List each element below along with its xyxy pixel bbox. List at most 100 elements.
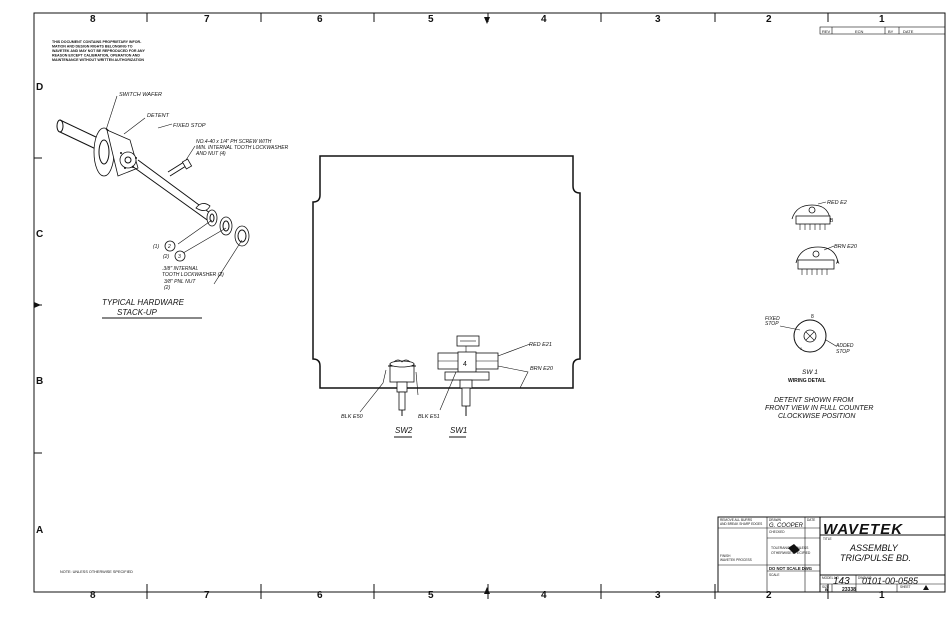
added-stop-label-line: ADDED bbox=[835, 343, 854, 349]
bubble-qty: (2) bbox=[163, 254, 169, 260]
zone-row-label: D bbox=[36, 82, 43, 93]
screw-label-line: AND NUT (4) bbox=[195, 151, 226, 157]
zone-col-label: 1 bbox=[879, 14, 885, 25]
ecn-col-label: ECN bbox=[855, 29, 864, 34]
stackup-caption-line: STACK-UP bbox=[117, 308, 158, 317]
drawing-title-line: TRIG/PULSE BD. bbox=[840, 553, 911, 563]
tb-sheet-caption: SHEET bbox=[900, 585, 911, 589]
zone-row-label: B bbox=[36, 376, 43, 387]
stop-position-mark: 1 bbox=[800, 346, 803, 351]
proprietary-notice: THIS DOCUMENT CONTAINS PROPRIETARY INFOR… bbox=[52, 40, 146, 62]
sw2-label: SW2 bbox=[395, 426, 413, 435]
tb-model-number: 143 bbox=[833, 576, 850, 587]
tb-dwg-caption: DWG NO bbox=[858, 576, 872, 580]
company-logo: WAVETEK bbox=[823, 521, 903, 538]
tb-title-caption: TITLE bbox=[823, 537, 832, 541]
zone-col-label: 3 bbox=[655, 590, 661, 601]
pnl-nut-label-line: (2) bbox=[164, 285, 170, 291]
lockwasher-label-line: TOOTH LOCKWASHER (2) bbox=[162, 272, 224, 278]
fixed-stop-label: FIXED STOP bbox=[173, 123, 206, 129]
tb-checked-caption: CHECKED bbox=[769, 530, 785, 534]
pcb-outline bbox=[312, 155, 581, 389]
blk-e51-label: BLK E51 bbox=[418, 414, 440, 420]
tb-drawn-by: G. COOPER bbox=[769, 523, 804, 529]
tb-dwg-number: 0101-00-0585 bbox=[862, 576, 919, 586]
notice-line: MATION AND DESIGN RIGHTS BELONGING TO bbox=[52, 45, 133, 49]
general-note: NOTE: UNLESS OTHERWISE SPECIFIED bbox=[60, 570, 133, 574]
rev-col-label: REV bbox=[822, 29, 831, 34]
zone-col-label: 8 bbox=[90, 14, 96, 25]
tb-date-caption: DATE bbox=[807, 518, 815, 522]
wiring-detail-title: SW 1 bbox=[802, 369, 818, 376]
zone-labels: 8 7 6 5 4 3 2 1 8 7 6 5 4 3 2 1 D C B A bbox=[36, 14, 885, 601]
red-wire-label: RED E21 bbox=[529, 342, 552, 348]
bubble-qty: (1) bbox=[153, 244, 159, 250]
screw-label-line: MIN. INTERNAL TOOTH LOCKWASHER bbox=[196, 145, 289, 151]
detent-note-line: DETENT SHOWN FROM bbox=[774, 397, 853, 404]
left-center-arrow bbox=[34, 302, 41, 308]
tb-tolerances-line: TOLERANCES UNLESS bbox=[771, 546, 809, 550]
date-col-label: DATE bbox=[903, 29, 914, 34]
item-bubble-3: (2) 3 bbox=[163, 250, 186, 262]
stop-position-mark: 8 bbox=[811, 314, 814, 320]
bubble-number: 2 bbox=[167, 244, 171, 250]
zone-col-label: 4 bbox=[541, 590, 547, 601]
tb-tolerances-line: OTHERWISE SPECIFIED bbox=[771, 551, 811, 555]
stackup-caption-line: TYPICAL HARDWARE bbox=[102, 298, 185, 307]
zone-col-label: 7 bbox=[204, 14, 210, 25]
hardware-stackup-view bbox=[56, 95, 250, 285]
tb-do-not-scale: DO NOT SCALE DWG bbox=[769, 566, 812, 571]
detent-stop-detail: 8 1 bbox=[779, 314, 837, 353]
detent-note-line: CLOCKWISE POSITION bbox=[778, 413, 856, 420]
notice-line: MAINTENANCE WITHOUT WRITTEN AUTHORIZATIO… bbox=[52, 58, 144, 62]
by-col-label: BY bbox=[888, 29, 894, 34]
notice-line: WAVETEK AND MAY NOT BE REPRODUCED FOR AN… bbox=[52, 49, 146, 53]
tb-drawn-caption: DRAWN bbox=[769, 518, 782, 522]
brn-wire-label: BRN E20 bbox=[530, 366, 554, 372]
terminal-b-mark: B bbox=[830, 218, 834, 224]
tb-scale-caption: SCALE bbox=[769, 573, 779, 577]
fixed-stop-label-line: FIXED bbox=[765, 316, 780, 322]
added-stop-label-line: STOP bbox=[836, 349, 850, 355]
pnl-nut-label-line: 3/8" PNL NUT bbox=[164, 279, 196, 285]
zone-col-label: 6 bbox=[317, 590, 323, 601]
tb-break-edges: AND BREAK SHARP EDGES bbox=[720, 522, 762, 526]
sw2-potentiometer bbox=[359, 359, 419, 416]
revision-header: REV ECN BY DATE bbox=[819, 26, 946, 35]
zone-col-label: 1 bbox=[879, 590, 885, 601]
tb-finish-value: WAVETEK PROCESS bbox=[720, 558, 752, 562]
zone-col-label: 2 bbox=[766, 14, 772, 25]
top-center-arrow bbox=[484, 17, 490, 24]
terminal-a-mark: A bbox=[836, 260, 840, 266]
tb-size-caption: SIZE bbox=[822, 585, 829, 589]
bottom-center-arrow bbox=[484, 587, 490, 594]
zone-col-label: 3 bbox=[655, 14, 661, 25]
detent-note-line: FRONT VIEW IN FULL COUNTER bbox=[765, 405, 873, 412]
wiring-detail-subtitle: WIRING DETAIL bbox=[788, 378, 826, 384]
wiring-detail-lower: A bbox=[795, 245, 840, 275]
zone-col-label: 6 bbox=[317, 14, 323, 25]
notice-line: REASON EXCEPT CALIBRATION, OPERATION AND bbox=[52, 54, 140, 58]
bubble-number: 3 bbox=[178, 254, 181, 260]
screw-label-line: NO.4-40 x 1/4" PH SCREW WITH bbox=[196, 139, 272, 145]
zone-col-label: 7 bbox=[204, 590, 210, 601]
title-block bbox=[717, 516, 946, 593]
notice-line: THIS DOCUMENT CONTAINS PROPRIETARY INFOR… bbox=[52, 40, 142, 44]
tb-code-number: 23338 bbox=[842, 587, 856, 593]
wiring-brn-label: BRN E20 bbox=[834, 244, 858, 250]
zone-col-label: 5 bbox=[428, 14, 434, 25]
fixed-stop-label-line: STOP bbox=[765, 321, 779, 327]
tb-finish-caption: FINISH bbox=[720, 554, 731, 558]
zone-col-label: 4 bbox=[541, 14, 547, 25]
drawing-frame bbox=[33, 12, 946, 599]
zone-row-label: C bbox=[36, 229, 43, 240]
switch-wafer-label: SWITCH WAFER bbox=[119, 92, 162, 98]
tb-model-caption: MODEL NO bbox=[822, 576, 839, 580]
zone-row-label: A bbox=[36, 525, 43, 536]
wiring-red-label: RED E2 bbox=[827, 200, 847, 206]
lockwasher-label-line: .3/8" INTERNAL bbox=[162, 266, 198, 272]
zone-col-label: 8 bbox=[90, 590, 96, 601]
sw1-rotary-switch: 4 bbox=[437, 335, 531, 416]
tb-size-value: B bbox=[825, 587, 828, 592]
